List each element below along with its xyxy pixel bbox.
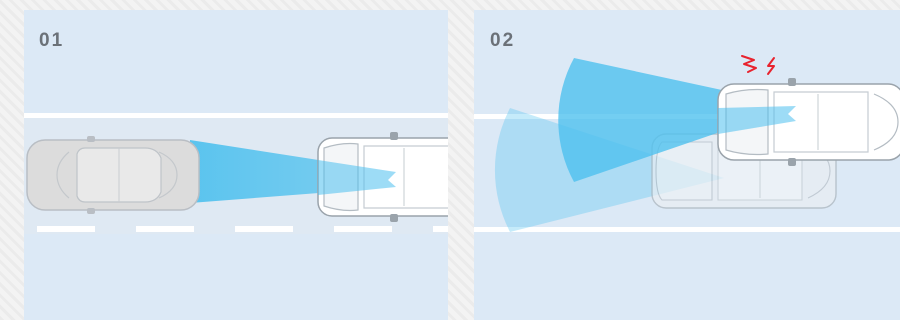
lane-dashed-line [37, 226, 448, 232]
sensor-beam [494, 108, 724, 232]
panel-02-illustration [474, 55, 900, 232]
lane-edge-line [474, 227, 900, 232]
alert-icon [741, 55, 775, 75]
step-number: 02 [490, 30, 516, 51]
car-icon [26, 136, 200, 214]
step-number: 01 [39, 30, 65, 51]
lane-edge-line [24, 113, 448, 118]
sensor-beam-overlap [318, 160, 396, 195]
panel-step-01: 01 [24, 10, 448, 320]
sensor-beam [558, 58, 796, 182]
panel-step-02: 02 [474, 10, 900, 320]
sensor-beam-overlap [718, 106, 796, 134]
panel-01-illustration [24, 113, 448, 234]
